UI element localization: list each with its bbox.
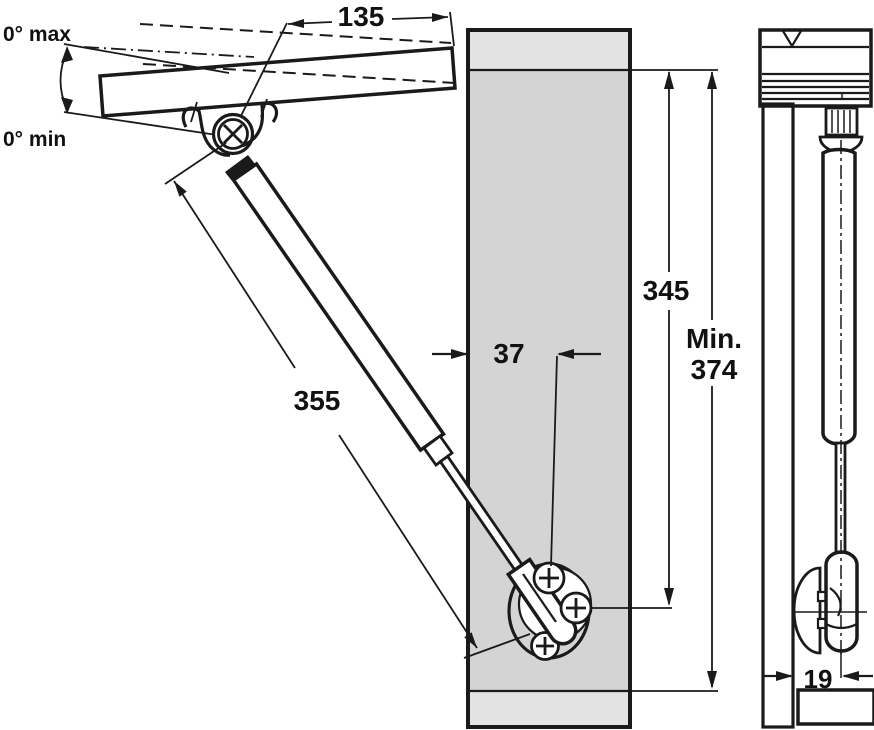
arrowhead [664,588,674,606]
dim-355: 355 [164,142,531,659]
screw-slot [223,124,243,144]
lid-centerline-dashdot [83,46,255,58]
dim-37: 37 [432,338,601,567]
extension-line [449,11,455,47]
cabinet-panel-side [761,102,795,729]
lid-section-block [758,28,873,108]
dim-19: 19 [764,652,873,694]
top-bracket [181,98,279,181]
strut-side [792,106,867,658]
leader-line [463,633,531,659]
angle-range-indicator: 0° max 0° min [3,23,230,151]
strut-top-connector [225,155,255,181]
cabinet-panel-top-strip [470,32,628,70]
bracket-tick [190,101,198,123]
angle-min-line [63,111,218,136]
arrowhead [707,671,717,689]
angle-max-line [63,43,230,74]
arrowhead [464,632,477,648]
arrowhead [451,349,468,359]
dim-345-value: 345 [643,275,690,306]
dim-min-374: Min. 374 [630,71,742,692]
dim-min-label: Min. [686,323,742,354]
dim-345: 345 [592,69,718,609]
mounting-plate-side [792,566,822,655]
arrowhead [664,71,674,89]
arrowhead [174,181,187,197]
dim-line [173,180,296,369]
cabinet-panel-bottom-strip [470,691,628,725]
arrowhead [61,46,73,63]
bracket-right-horn [241,101,279,148]
arrowhead [842,671,859,681]
cylinder-side [821,147,857,446]
screw-icon [532,561,566,595]
dim-line [338,434,478,649]
arrowhead [707,71,717,89]
dim-37-value: 37 [493,338,524,369]
bracket-left-horn [181,106,231,157]
top-fitting-block [824,106,859,137]
cabinet-panel-outline [466,28,632,729]
lid-section [758,28,873,108]
dim-135: 135 [233,1,455,131]
cabinet-bottom-section [796,688,874,726]
lid-dashed-top-edge [139,23,452,44]
extension-line [233,22,288,131]
arrowhead [432,13,448,22]
arrowhead [61,97,73,114]
dim-135-value: 135 [338,1,385,32]
leader-line [164,142,227,185]
leader-line [550,355,558,567]
socket-joint-curve [829,587,842,617]
lid-panel [98,46,457,118]
rod-end-fork-line [522,573,557,623]
screw-icon [559,591,593,625]
dim-355-value: 355 [294,385,341,416]
dim-374-value: 374 [691,354,738,385]
bracket-screw-icon [217,118,249,150]
angle-min-label: 0° min [3,128,66,151]
side-view: 19 [758,28,874,729]
angle-max-label: 0° max [3,23,71,46]
front-view: 0° max 0° min 135 [3,1,742,729]
gas-strut [231,161,527,576]
arrowhead [776,671,793,681]
mounting-plate [505,557,593,661]
arrowhead [288,19,304,28]
gas-strut-cylinder [231,161,446,453]
dim-19-value: 19 [804,664,833,694]
lid-notch [782,30,802,49]
arrowhead [557,349,574,359]
